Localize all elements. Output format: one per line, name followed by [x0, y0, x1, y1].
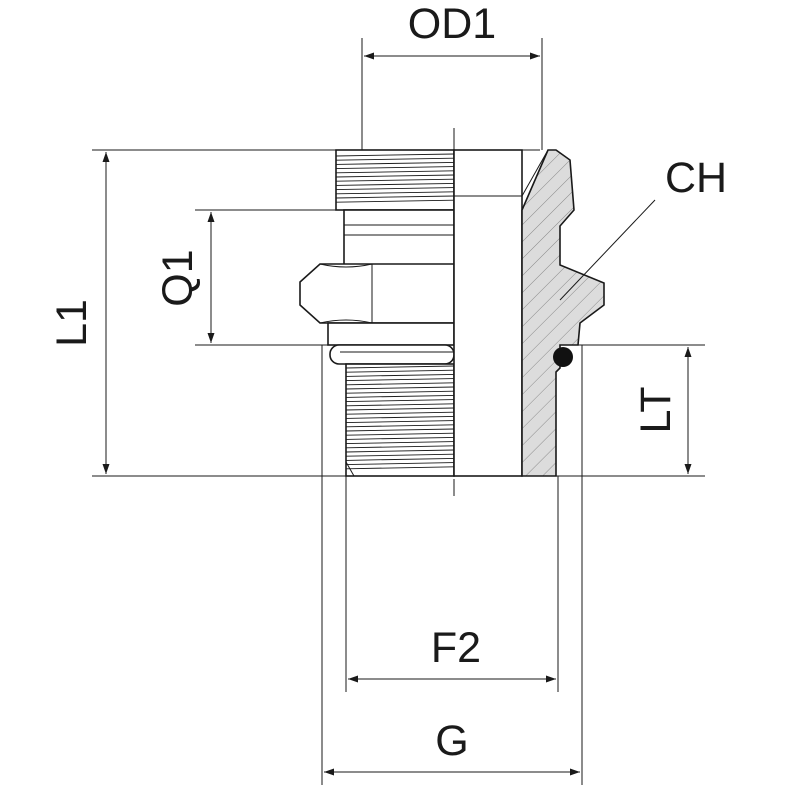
collar: [327, 322, 455, 346]
label-f2: F2: [431, 624, 481, 672]
o-ring-exterior: [329, 344, 455, 365]
thread-line: [345, 424, 455, 428]
section-wall: [521, 149, 605, 477]
ch-leader: [559, 199, 656, 301]
thread-line: [345, 365, 455, 369]
thread-line: [345, 457, 455, 461]
thread-line: [335, 153, 455, 157]
thread-line: [335, 191, 455, 195]
label-ch: CH: [665, 154, 727, 202]
label-g: G: [435, 717, 468, 765]
thread-line: [345, 403, 455, 407]
thread-line: [345, 407, 455, 411]
thread-line: [335, 178, 455, 182]
top-thread-lines: [335, 153, 455, 203]
thread-line: [345, 390, 455, 394]
thread-line: [345, 378, 455, 382]
thread-line: [345, 436, 455, 440]
bottom-thread-lines: [345, 365, 455, 470]
thread-line: [345, 415, 455, 419]
thread-line: [345, 453, 455, 457]
thread-line: [335, 182, 455, 186]
bottom-thread-body: [345, 363, 455, 477]
hex-nut: [299, 263, 455, 324]
thread-line: [345, 373, 455, 377]
dimension-lines: [102, 52, 692, 776]
label-q1: Q1: [154, 249, 202, 306]
thread-line: [345, 462, 455, 466]
section-view: [453, 149, 656, 477]
thread-line: [335, 161, 455, 165]
label-lt: LT: [632, 387, 680, 434]
thread-line: [345, 449, 455, 453]
thread-line: [345, 466, 455, 470]
thread-line: [335, 157, 455, 161]
thread-line: [335, 170, 455, 174]
thread-line: [335, 174, 455, 178]
neck: [343, 209, 455, 266]
thread-line: [335, 187, 455, 191]
thread-line: [345, 445, 455, 449]
exterior-view: [299, 149, 455, 477]
thread-line: [345, 428, 455, 432]
thread-line: [345, 394, 455, 398]
thread-line: [335, 166, 455, 170]
o-ring-section: [553, 347, 573, 367]
thread-line: [345, 399, 455, 403]
thread-line: [345, 369, 455, 373]
bore: [453, 149, 523, 477]
thread-line: [335, 199, 455, 203]
thread-line: [335, 195, 455, 199]
thread-line: [345, 432, 455, 436]
label-l1: L1: [48, 299, 96, 347]
thread-line: [345, 411, 455, 415]
label-od1: OD1: [408, 0, 496, 48]
thread-line: [345, 420, 455, 424]
thread-line: [345, 382, 455, 386]
thread-line: [345, 386, 455, 390]
dimension-labels: OD1 CH Q1 L1 LT F2 G: [48, 0, 727, 765]
thread-line: [345, 441, 455, 445]
